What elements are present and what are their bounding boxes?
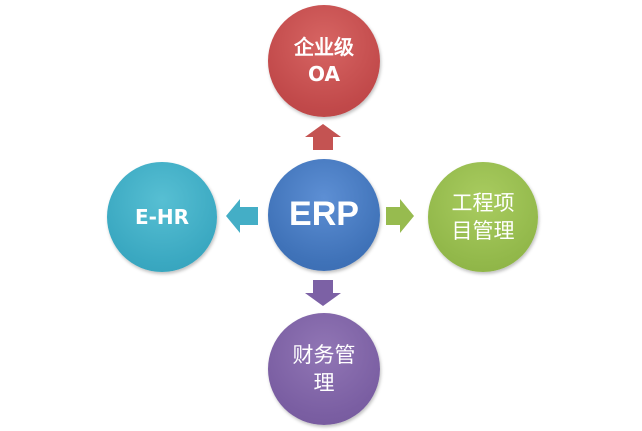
node-erp-label: ERP	[289, 195, 359, 234]
arrow-right-icon	[386, 199, 414, 233]
node-e-hr-label: E-HR	[134, 204, 190, 229]
node-project-management-label: 工程项 目管理	[451, 190, 515, 243]
node-finance-management-label: 财务管 理	[292, 342, 356, 395]
arrow-left-icon	[226, 199, 258, 233]
arrow-down-icon	[305, 280, 341, 306]
arrow-up-icon	[305, 124, 341, 150]
node-erp: ERP	[268, 159, 380, 271]
node-project-management: 工程项 目管理	[428, 162, 538, 272]
node-enterprise-oa: 企业级 OA	[268, 5, 380, 117]
node-e-hr: E-HR	[107, 162, 217, 272]
node-enterprise-oa-label: 企业级 OA	[294, 35, 354, 86]
node-finance-management: 财务管 理	[268, 313, 380, 425]
